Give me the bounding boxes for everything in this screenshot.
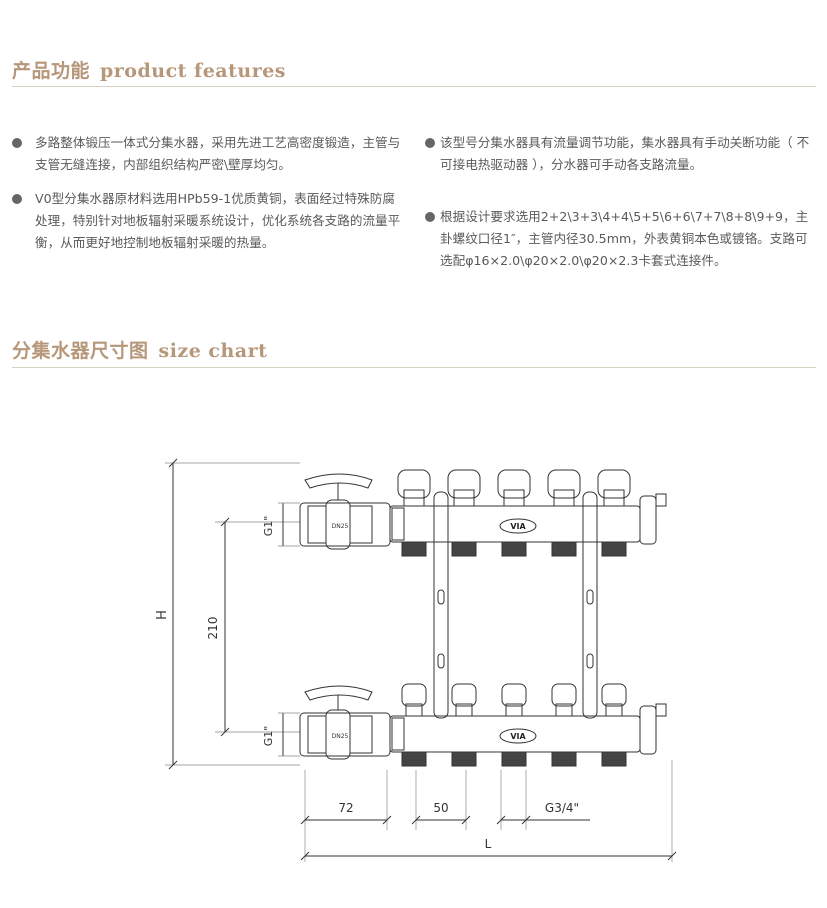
lower-branches bbox=[401, 683, 627, 767]
features-title-cn: 产品功能 bbox=[12, 60, 91, 82]
dim-l-label: L bbox=[485, 837, 492, 851]
feature-text: 多路整体锻压一体式分集水器，采用先进工艺高密度锻造，主管与支管无缝连接，内部组织… bbox=[35, 135, 401, 172]
feature-text: 该型号分集水器具有流量调节功能，集水器具有手动关断功能（ 不可接电热驱动器 ），… bbox=[440, 135, 810, 172]
mounting-brackets bbox=[433, 491, 598, 719]
dim-g34-label: G3/4" bbox=[545, 801, 579, 815]
size-title-en: size chart bbox=[158, 340, 268, 362]
bullet-icon bbox=[12, 194, 22, 204]
brand-top-label: VIA bbox=[510, 522, 526, 531]
dim-50-label: 50 bbox=[433, 801, 448, 815]
bullet-icon bbox=[12, 138, 22, 148]
feature-text: V0型分集水器原材料选用HPb59-1优质黄铜，表面经过特殊防腐处理，特别针对地… bbox=[35, 191, 401, 250]
dn25-top-label: DN25 bbox=[332, 523, 349, 530]
feature-text: 根据设计要求选用2+2\3+3\4+4\5+5\6+6\7+7\8+8\9+9，… bbox=[440, 209, 809, 268]
bottom-dimensions: 72 50 G3/4" L bbox=[300, 760, 677, 862]
dimension-g1-top: G1" bbox=[262, 502, 300, 547]
dim-g1-bottom-label: G1" bbox=[262, 726, 275, 747]
dim-g1-top-label: G1" bbox=[262, 516, 275, 537]
dim-72-label: 72 bbox=[338, 801, 353, 815]
dim-h-label: H bbox=[155, 610, 170, 620]
features-title-en: product features bbox=[100, 60, 287, 82]
size-section-title: 分集水器尺寸图 size chart bbox=[12, 336, 267, 363]
dn25-bottom-label: DN25 bbox=[332, 733, 349, 740]
size-title-cn: 分集水器尺寸图 bbox=[12, 340, 149, 362]
features-section-title: 产品功能 product features bbox=[12, 56, 286, 83]
upper-manifold: DN25 VIA bbox=[299, 469, 667, 557]
dim-210-label: 210 bbox=[206, 617, 220, 640]
lower-manifold: DN25 VIA bbox=[299, 683, 667, 767]
dimension-h: H bbox=[155, 458, 300, 770]
bullet-icon bbox=[425, 212, 435, 222]
features-divider bbox=[12, 86, 816, 87]
dimension-g1-bottom: G1" bbox=[262, 712, 300, 757]
bullet-icon bbox=[425, 138, 435, 148]
brand-bottom-label: VIA bbox=[510, 732, 526, 741]
dimension-210: 210 bbox=[206, 517, 300, 737]
upper-branches bbox=[397, 469, 631, 557]
size-divider bbox=[12, 367, 816, 368]
